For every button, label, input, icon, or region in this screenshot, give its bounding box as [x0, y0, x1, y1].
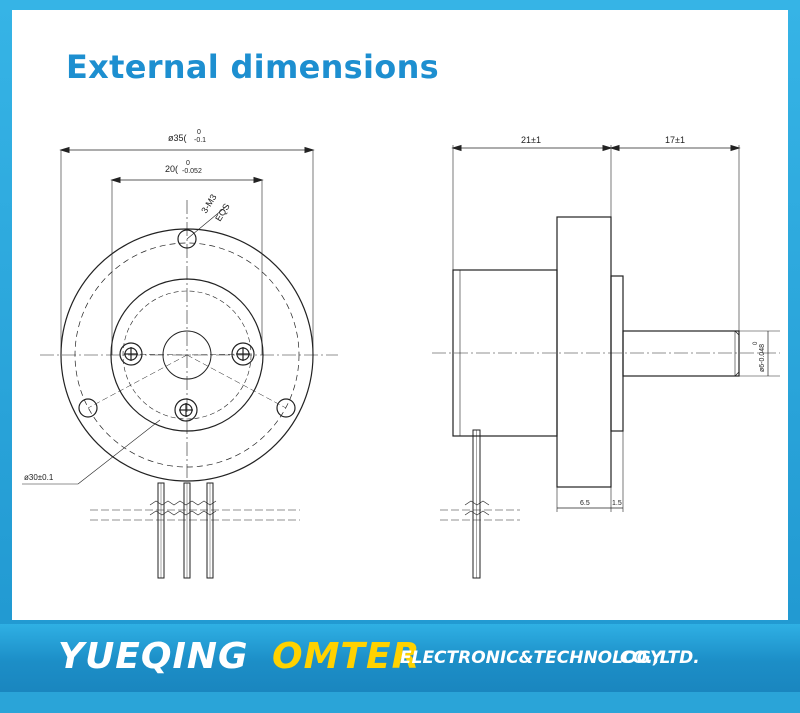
- step-ring: [610, 275, 624, 432]
- brand-omter: OMTER: [272, 636, 421, 677]
- dim-body-length: 21±1: [521, 135, 541, 145]
- shaft-circle: [162, 330, 212, 380]
- brand-yueqing: YUEQING: [58, 636, 249, 677]
- dim-shaft-length: 17±1: [665, 135, 685, 145]
- mount-hole: [78, 398, 98, 418]
- svg-text:0: 0: [753, 341, 759, 345]
- lead-wires: [157, 482, 214, 579]
- holes-eqs-label: EQS: [213, 202, 232, 223]
- dim-shaft-diameter: ø6-0.048: [759, 344, 766, 372]
- technical-drawing: ø35( 0 -0.1 20( 0 -0.052 3-M3 EQS ø30±0.…: [22, 129, 780, 579]
- motor-flange: [556, 216, 612, 488]
- brand-suffix: CO.,LTD.: [620, 648, 700, 668]
- svg-text:0: 0: [197, 129, 201, 136]
- svg-text:-0.052: -0.052: [182, 168, 202, 175]
- company-banner: YUEQING OMTER ELECTRONIC&TECHNOLOGY CO.,…: [0, 624, 800, 692]
- bottom-strip: [0, 692, 800, 713]
- dim-step-width: 1.5: [612, 500, 622, 507]
- dim-inner-diameter: 20(: [165, 164, 178, 174]
- brand-tagline: ELECTRONIC&TECHNOLOGY: [400, 648, 663, 668]
- side-view: [432, 144, 780, 579]
- svg-text:0: 0: [186, 160, 190, 167]
- content-panel: [12, 10, 788, 620]
- dim-outer-diameter: ø35(: [168, 133, 187, 143]
- screw: [174, 398, 198, 422]
- dim-flange-width: 6.5: [580, 500, 590, 507]
- front-view: [22, 146, 338, 579]
- mount-hole: [177, 229, 197, 249]
- dim-pcd: ø30±0.1: [24, 473, 54, 482]
- mount-hole: [276, 398, 296, 418]
- page-title: External dimensions: [66, 48, 439, 86]
- svg-text:-0.1: -0.1: [194, 137, 206, 144]
- motor-shaft: [622, 330, 740, 377]
- pcd-circle: [74, 242, 300, 468]
- holes-label: 3-M3: [199, 192, 218, 215]
- body-circle: [110, 278, 264, 432]
